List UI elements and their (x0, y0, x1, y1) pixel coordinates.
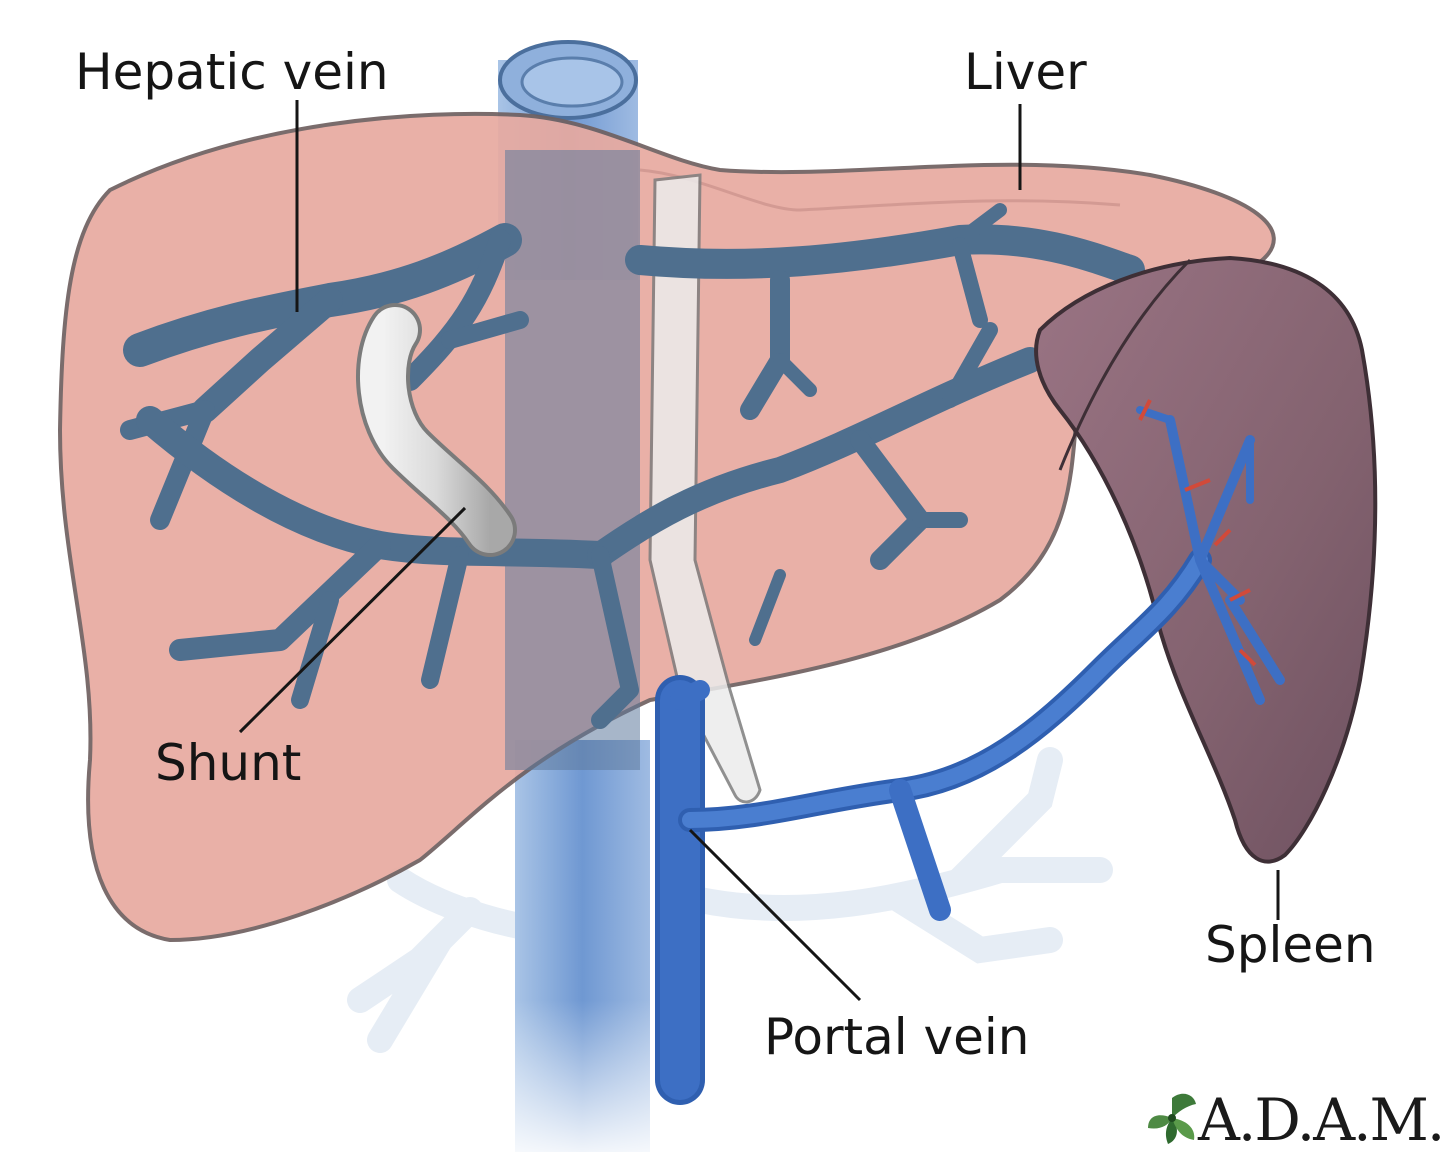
hepatic-vein-branches (120, 203, 1145, 729)
falciform-ligament (648, 173, 762, 804)
spleen-label: Spleen (1205, 916, 1376, 974)
shunt-leader (238, 506, 467, 734)
leaf-logo-icon (1148, 1093, 1196, 1144)
portal-vein-label: Portal vein (764, 1008, 1029, 1066)
liver-label: Liver (964, 43, 1087, 101)
splenic-arteries (1138, 399, 1257, 667)
portal-vein-system (655, 406, 1285, 1105)
shunt-tube (356, 303, 517, 557)
portal-vein-leader (688, 828, 862, 1002)
shunt-label: Shunt (155, 734, 301, 792)
brand-logo: A.D.A.M. (1148, 1086, 1440, 1152)
mesenteric-veins (347, 747, 1113, 1053)
brand-name: A.D.A.M. (1197, 1086, 1440, 1152)
hepatic-vein-label: Hepatic vein (75, 43, 389, 101)
